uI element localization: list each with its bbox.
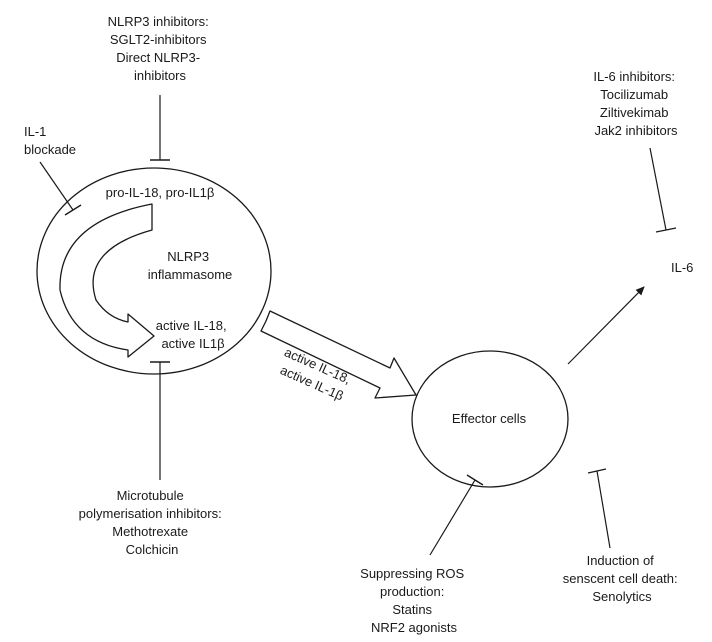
active-cytokines-in-cell-label: active IL-18, active IL1β	[156, 318, 230, 351]
senescent-inhibition-line	[587, 468, 611, 549]
ros-inhibition-line	[429, 474, 484, 556]
nlrp3-inhibition-line	[150, 95, 170, 161]
microtubule-inhibitors-label: Microtubule polymerisation inhibitors: M…	[79, 488, 226, 557]
pro-il-label: pro-IL-18, pro-IL1β	[106, 185, 215, 200]
il6-label: IL-6	[671, 260, 693, 275]
il6-production-arrow	[567, 286, 645, 365]
il6-inhibition-line	[649, 147, 677, 233]
il6-inhibitors-label: IL-6 inhibitors: Tocilizumab Ziltivekima…	[593, 69, 678, 138]
inflammasome-label: NLRP3 inflammasome	[148, 249, 233, 282]
conversion-curved-arrow	[59, 203, 155, 358]
ros-label: Suppressing ROS production: Statins NRF2…	[360, 566, 468, 635]
cytokine-transfer-arrow	[260, 310, 417, 399]
effector-cells-label: Effector cells	[452, 411, 527, 426]
senescent-label: Induction of senscent cell death: Senoly…	[563, 553, 682, 604]
effector-cell	[411, 350, 569, 488]
il1-blockade-label: IL-1 blockade	[24, 124, 76, 157]
inflammasome-cell	[36, 167, 272, 375]
microtubule-inhibition-line	[150, 361, 170, 480]
il1-blockade-inhibition-line	[39, 161, 82, 216]
nlrp3-inhibitors-label: NLRP3 inhibitors: SGLT2-inhibitors Direc…	[108, 14, 213, 83]
